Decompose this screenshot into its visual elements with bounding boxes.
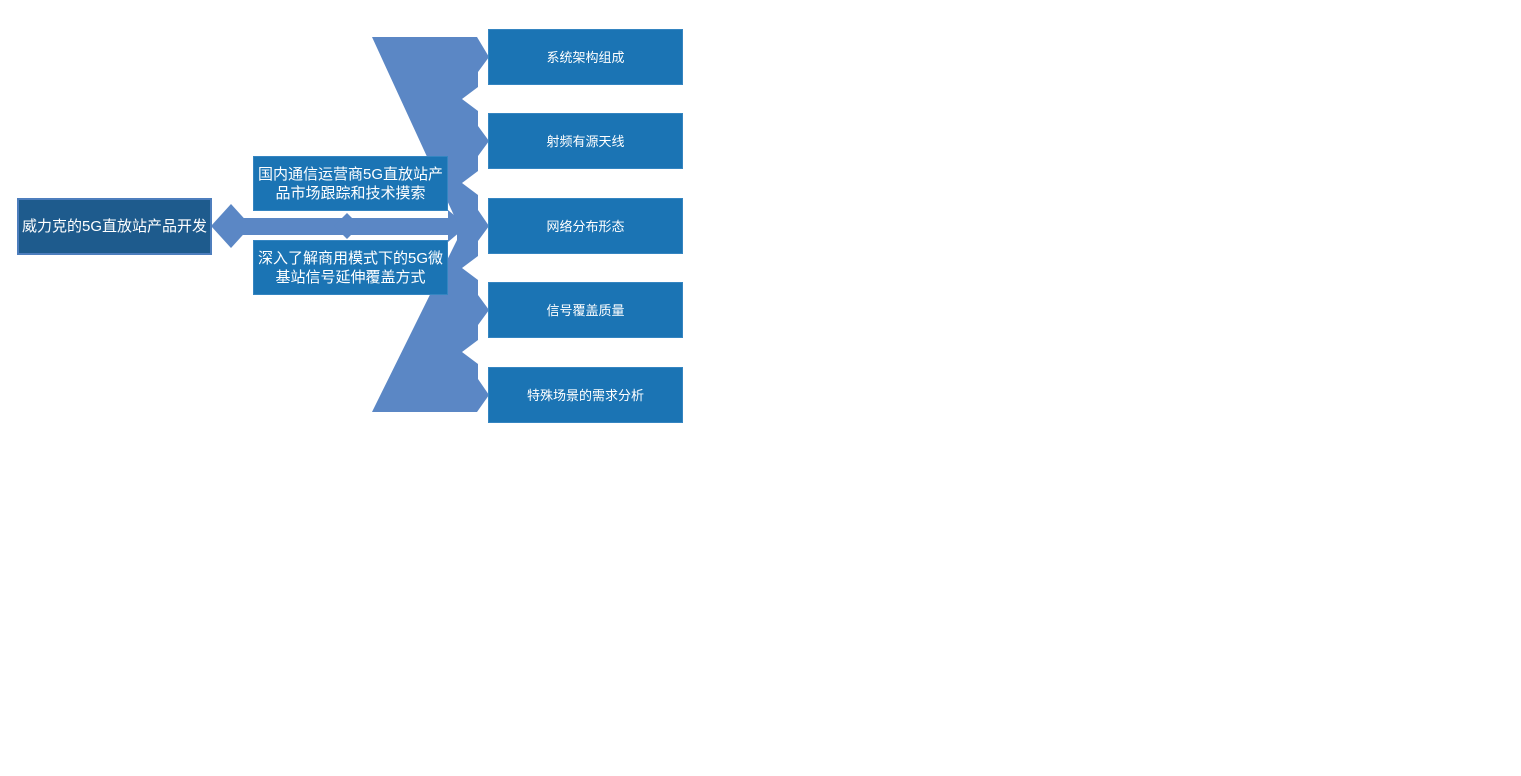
leaf-node-label: 信号覆盖质量: [546, 302, 625, 318]
root-node[interactable]: 威力克的5G直放站产品开发: [17, 198, 212, 255]
root-node-label: 威力克的5G直放站产品开发: [21, 218, 207, 235]
leaf-node-label: 网络分布形态: [546, 218, 625, 234]
leaf-node-network-distribution[interactable]: 网络分布形态: [488, 198, 683, 254]
band-diamond-bump: [334, 213, 360, 239]
leaf-node-signal-coverage-quality[interactable]: 信号覆盖质量: [488, 282, 683, 338]
branch-node-commercial-mode[interactable]: 深入了解商用模式下的5G微基站信号延伸覆盖方式: [253, 240, 448, 295]
leaf-node-label: 系统架构组成: [546, 49, 625, 65]
leaf-node-special-scenario-analysis[interactable]: 特殊场景的需求分析: [488, 367, 683, 423]
fanout-funnel-connector: [372, 37, 489, 412]
leaf-node-rf-active-antenna[interactable]: 射频有源天线: [488, 113, 683, 169]
root-diamond-connector: [211, 204, 251, 248]
branch-node-market-tracking[interactable]: 国内通信运营商5G直放站产品市场跟踪和技术摸索: [253, 156, 448, 211]
branch-node-label: 深入了解商用模式下的5G微基站信号延伸覆盖方式: [258, 249, 444, 286]
leaf-node-label: 射频有源天线: [546, 133, 625, 149]
leaf-node-label: 特殊场景的需求分析: [526, 387, 644, 403]
branch-node-label: 国内通信运营商5G直放站产品市场跟踪和技术摸索: [258, 165, 444, 202]
leaf-node-system-architecture[interactable]: 系统架构组成: [488, 29, 683, 85]
